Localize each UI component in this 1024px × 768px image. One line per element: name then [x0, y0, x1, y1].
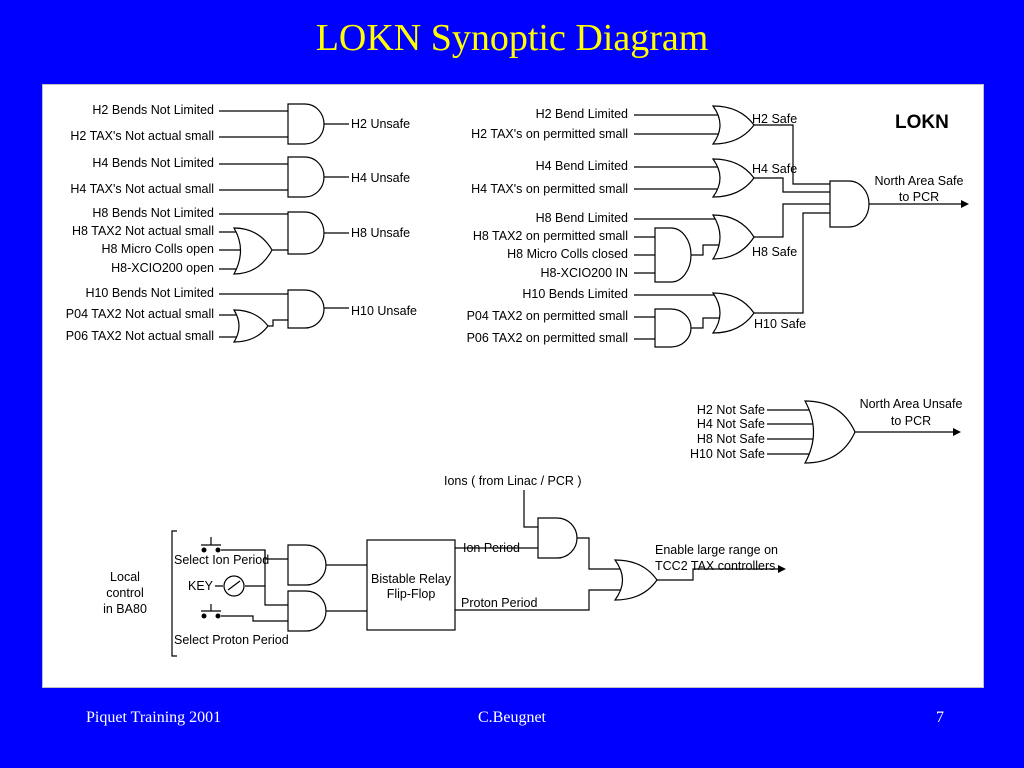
north-unsafe-label: North Area Unsafe	[860, 397, 963, 411]
select-ion-label: Select Ion Period	[174, 553, 269, 567]
input-label: H8 TAX2 Not actual small	[72, 224, 214, 238]
input-label: H2 Bends Not Limited	[92, 103, 214, 117]
unsafe-inputs: H2 Bends Not Limited H2 TAX's Not actual…	[66, 103, 214, 343]
footer-left: Piquet Training 2001	[86, 709, 222, 726]
input-label: H8 Bend Limited	[536, 211, 628, 225]
page-number: 7	[936, 709, 944, 726]
and-gate	[654, 227, 692, 283]
svg-text:control: control	[106, 586, 144, 600]
or-gate	[711, 292, 755, 334]
local-control-block: Ions ( from Linac / PCR ) Ion Period Loc…	[103, 474, 786, 657]
input-label: H4 Bends Not Limited	[92, 156, 214, 170]
input-label: H8 Micro Colls open	[101, 242, 214, 256]
key-switch-icon	[223, 575, 245, 597]
safe-outputs: H2 Safe H4 Safe H8 Safe H10 Safe North A…	[752, 112, 964, 331]
system-label: LOKN	[895, 112, 949, 133]
ion-period-label: Ion Period	[463, 541, 520, 555]
slide-title: LOKN Synoptic Diagram	[315, 17, 709, 59]
key-label: KEY	[188, 579, 214, 593]
input-label: P06 TAX2 on permitted small	[467, 331, 628, 345]
output-label: H8 Safe	[752, 245, 797, 259]
ions-label: Ions ( from Linac / PCR )	[444, 474, 582, 488]
svg-text:in BA80: in BA80	[103, 602, 147, 616]
svg-text:H8 Not Safe: H8 Not Safe	[697, 432, 765, 446]
svg-text:Flip-Flop: Flip-Flop	[387, 587, 436, 601]
input-label: H4 Bend Limited	[536, 159, 628, 173]
unsafe-wiring	[219, 103, 349, 343]
output-label: H8 Unsafe	[351, 226, 410, 240]
input-label: H8 Bends Not Limited	[92, 206, 214, 220]
pushbutton-icon	[201, 604, 221, 612]
output-label: H2 Safe	[752, 112, 797, 126]
svg-text:Local: Local	[110, 570, 140, 584]
output-label: H4 Safe	[752, 162, 797, 176]
input-label: P06 TAX2 Not actual small	[66, 329, 214, 343]
enable-label: TCC2 TAX controllers	[655, 559, 775, 573]
and-gate	[287, 211, 325, 255]
and-gate	[829, 180, 870, 228]
output-label: H10 Unsafe	[351, 304, 417, 318]
input-label: H2 Bend Limited	[536, 107, 628, 121]
input-label: H8-XCIO200 IN	[540, 266, 628, 280]
or-gate	[711, 214, 755, 260]
and-gate	[287, 590, 327, 632]
pushbutton-icon	[201, 537, 221, 546]
arrow-head-icon	[778, 565, 786, 573]
or-gate	[711, 158, 755, 198]
north-safe-label: North Area Safe	[875, 174, 964, 188]
svg-text:Bistable Relay: Bistable Relay	[371, 572, 452, 586]
input-label: H8-XCIO200 open	[111, 261, 214, 275]
output-label: H10 Safe	[754, 317, 806, 331]
svg-text:H4 Not Safe: H4 Not Safe	[697, 417, 765, 431]
input-label: H10 Bends Not Limited	[85, 286, 214, 300]
and-gate	[287, 156, 325, 198]
input-label: H4 TAX's Not actual small	[70, 182, 214, 196]
footer-center: C.Beugnet	[478, 709, 546, 726]
local-control-bracket	[171, 530, 177, 657]
svg-text:H2 Not Safe: H2 Not Safe	[697, 403, 765, 417]
and-gate	[287, 289, 325, 329]
input-label: P04 TAX2 Not actual small	[66, 307, 214, 321]
input-label: H8 TAX2 on permitted small	[473, 229, 628, 243]
arrow-head-icon	[953, 428, 961, 436]
north-unsafe-label: to PCR	[891, 414, 931, 428]
or-gate	[803, 400, 856, 464]
north-safe-label: to PCR	[899, 190, 939, 204]
or-gate	[613, 559, 658, 601]
and-gate	[654, 308, 692, 348]
input-label: P04 TAX2 on permitted small	[467, 309, 628, 323]
and-gate	[537, 517, 578, 559]
unsafe-outputs: H2 Unsafe H4 Unsafe H8 Unsafe H10 Unsafe	[351, 117, 417, 318]
north-unsafe-block: H2 Not Safe H4 Not Safe H8 Not Safe H10 …	[690, 397, 963, 464]
enable-label: Enable large range on	[655, 543, 778, 557]
input-label: H8 Micro Colls closed	[507, 247, 628, 261]
input-label: H2 TAX's on permitted small	[471, 127, 628, 141]
flip-flop-box	[366, 539, 456, 631]
svg-text:H10 Not Safe: H10 Not Safe	[690, 447, 765, 461]
or-gate	[711, 105, 755, 145]
output-label: H2 Unsafe	[351, 117, 410, 131]
input-label: H10 Bends Limited	[522, 287, 628, 301]
input-label: H4 TAX's on permitted small	[471, 182, 628, 196]
and-gate	[287, 544, 327, 586]
output-label: H4 Unsafe	[351, 171, 410, 185]
or-gate	[232, 309, 269, 343]
or-gate	[232, 227, 273, 275]
safe-wiring	[634, 105, 969, 348]
input-label: H2 TAX's Not actual small	[70, 129, 214, 143]
safe-inputs: H2 Bend Limited H2 TAX's on permitted sm…	[467, 107, 628, 345]
synoptic-diagram: LOKN H2 Bends Not Limited H2 TAX's Not a…	[42, 84, 984, 688]
arrow-head-icon	[961, 200, 969, 208]
proton-period-label: Proton Period	[461, 596, 537, 610]
and-gate	[287, 103, 325, 145]
select-proton-label: Select Proton Period	[174, 633, 289, 647]
